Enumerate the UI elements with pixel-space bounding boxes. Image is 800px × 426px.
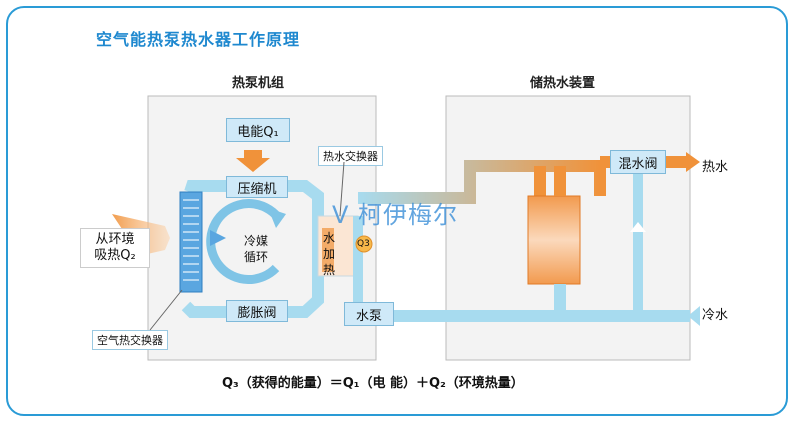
water-heating-char-2: 加 — [322, 247, 335, 261]
energy-formula: Q₃（获得的能量）＝Q₁（电 能）＋Q₂（环境热量） — [222, 376, 524, 391]
hot-water-label: 热水 — [702, 160, 729, 175]
water-heating-char-3: 热 — [322, 263, 335, 277]
heat-pump-unit-label: 热泵机组 — [232, 76, 285, 91]
ambient-heat-box: 从环境 吸热Q₂ — [80, 228, 150, 268]
expansion-valve-box: 膨胀阀 — [226, 300, 288, 322]
water-heating-char-1: 水 — [322, 231, 335, 245]
hot-water-pipe — [358, 160, 606, 204]
mixing-valve-box: 混水阀 — [610, 150, 666, 174]
outer-frame — [6, 6, 788, 416]
refrigerant-cycle-label-2: 循环 — [244, 250, 269, 264]
air-exchanger-label: 空气热交换器 — [92, 330, 168, 350]
compressor-box: 压缩机 — [226, 176, 288, 198]
q3-marker-label: Q3 — [357, 239, 370, 249]
heat-water-exchanger-label: 热水交换器 — [318, 146, 383, 166]
refrigerant-cycle-label-1: 冷媒 — [244, 234, 269, 248]
page-title: 空气能热泵热水器工作原理 — [96, 30, 301, 49]
ambient-heat-line-1: 从环境 — [95, 232, 135, 247]
electric-energy-arrow — [236, 150, 270, 172]
storage-device-label: 储热水装置 — [530, 76, 596, 91]
air-exchanger-coil — [179, 191, 203, 293]
brand-watermark: V 柯伊梅尔 — [332, 201, 459, 229]
electric-energy-box: 电能Q₁ — [226, 118, 290, 142]
water-pump-box: 水泵 — [344, 302, 394, 326]
q3-circle — [355, 235, 373, 253]
ambient-heat-line-2: 吸热Q₂ — [94, 248, 136, 263]
cold-water-label: 冷水 — [702, 308, 729, 323]
storage-tank — [527, 195, 581, 285]
